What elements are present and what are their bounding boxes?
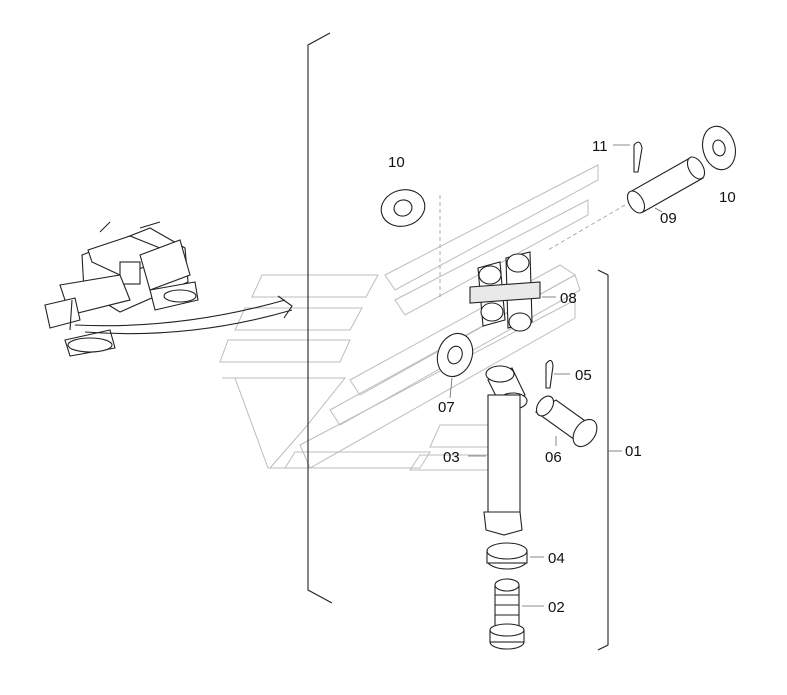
callout-06: 06	[545, 449, 562, 466]
bolt-02	[489, 578, 525, 650]
callout-10-right: 10	[719, 189, 736, 206]
nut-04	[486, 542, 528, 570]
callout-09: 09	[660, 210, 677, 227]
callout-04: 04	[548, 550, 565, 567]
cotter-pin-11	[633, 141, 643, 173]
left-group-bracket	[307, 32, 333, 604]
callout-02: 02	[548, 599, 565, 616]
washer-07	[436, 332, 474, 378]
clevis-08	[469, 251, 541, 332]
callout-08: 08	[560, 290, 577, 307]
callout-07: 07	[438, 399, 455, 416]
washer-10-left	[380, 189, 426, 227]
cylinder-03	[483, 365, 528, 536]
callout-01: 01	[625, 443, 642, 460]
split-pin-05	[545, 359, 554, 389]
callout-11: 11	[592, 138, 608, 155]
washer-10-right	[701, 125, 737, 171]
pin-09	[626, 156, 706, 214]
callout-05: 05	[575, 367, 592, 384]
callout-03: 03	[443, 449, 460, 466]
right-group-bracket	[597, 269, 609, 651]
machine-illustration	[44, 221, 293, 357]
callout-10-left: 10	[388, 154, 405, 171]
pin-06	[534, 395, 598, 448]
